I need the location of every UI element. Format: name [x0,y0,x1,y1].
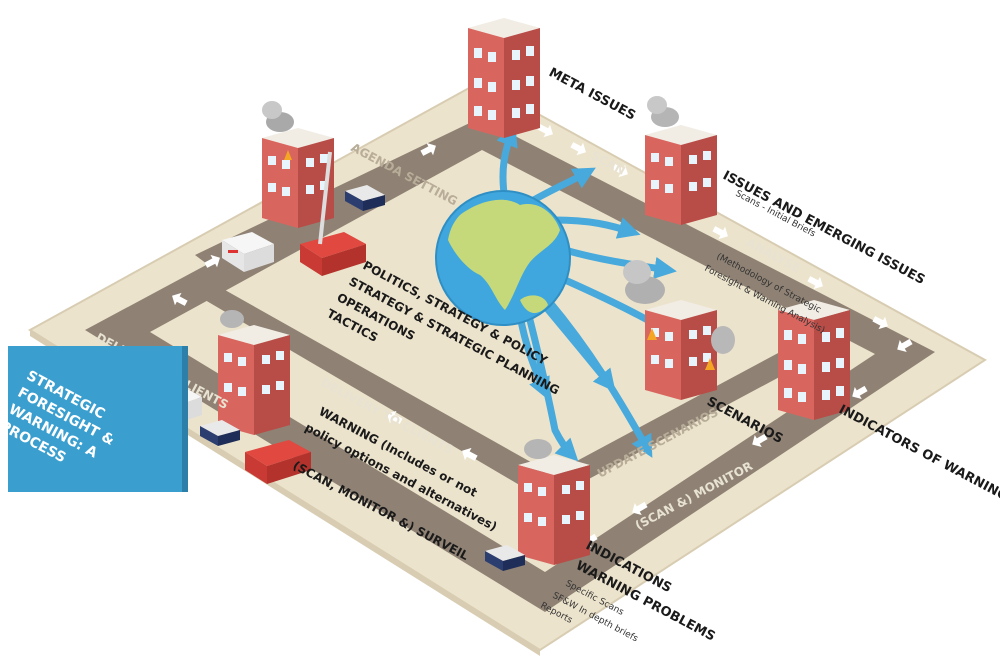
police-car-icon [345,185,385,211]
building-warning [218,310,290,435]
building-issues [645,96,717,225]
building-indicators [778,300,850,420]
building-scenarios [623,260,735,400]
building-indications [518,439,590,565]
police-car-icon-3 [485,545,525,571]
globe-icon [435,190,571,326]
police-car-icon-2 [200,420,240,446]
inner-road-3 [560,352,800,488]
title-banner: STRATEGIC FORESIGHT & WARNING: A PROCESS [0,346,188,492]
ambulance-icon [222,232,274,272]
fire-truck-icon-2 [245,440,311,484]
fire-truck-icon [300,151,366,276]
road-loop [85,118,935,612]
inner-road [195,118,480,270]
label-meta-issues: META ISSUES [546,65,638,123]
building-meta-issues [468,18,540,138]
page-title: STRATEGIC FORESIGHT & WARNING: A PROCESS [0,367,117,467]
label-indicators: INDICATORS OF WARNING [836,402,1000,504]
globe-arrows [496,123,677,462]
